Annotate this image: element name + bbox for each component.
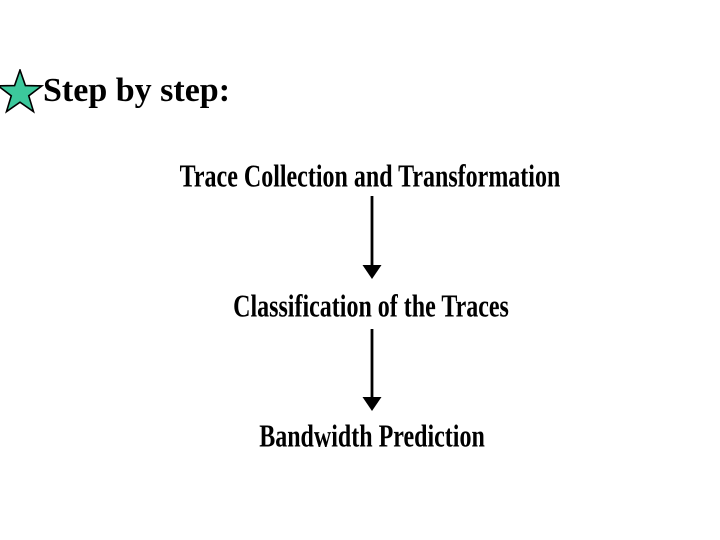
star-shape: [0, 69, 44, 114]
arrow-head: [362, 397, 382, 411]
flow-step-2: Classification of the Traces: [233, 290, 509, 325]
slide-title: Step by step:: [43, 72, 231, 109]
flow-step-3: Bandwidth Prediction: [259, 420, 485, 455]
star-icon: [0, 69, 44, 114]
arrow-down-icon: [362, 196, 382, 279]
flow-step-1: Trace Collection and Transformation: [179, 160, 561, 195]
arrow-down-icon: [362, 329, 382, 411]
arrow-head: [362, 265, 382, 279]
